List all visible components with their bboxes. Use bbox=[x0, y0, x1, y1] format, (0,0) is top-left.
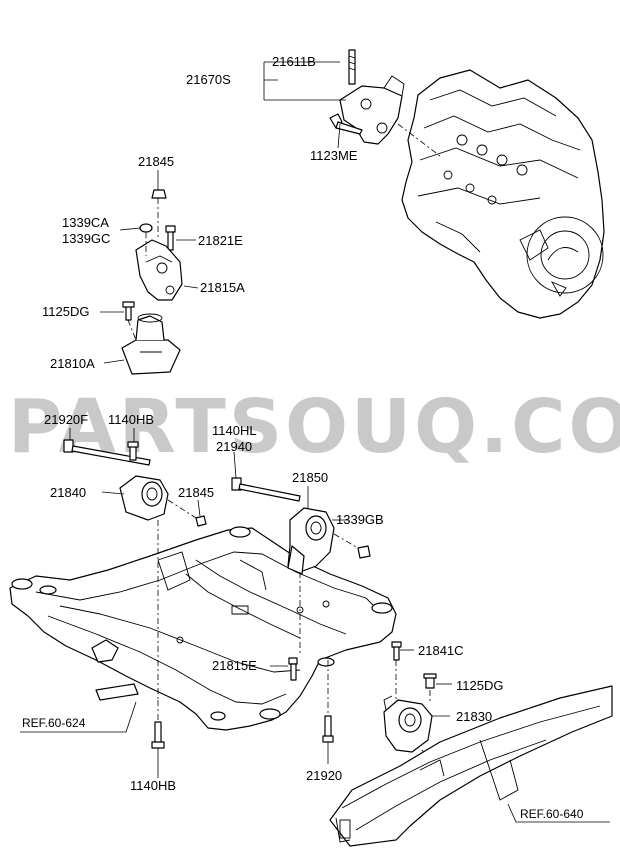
left-mount-stack bbox=[121, 189, 183, 375]
engine-block bbox=[401, 69, 605, 319]
label-21611B: 21611B bbox=[272, 54, 316, 69]
label-21940: 21940 bbox=[216, 439, 252, 454]
label-1140HL: 1140HL bbox=[212, 423, 257, 438]
label-1339GB: 1339GB bbox=[336, 512, 384, 527]
label-1339GC: 1339GC bbox=[62, 231, 110, 246]
label-1123ME: 1123ME bbox=[310, 148, 358, 163]
ref-60-640: REF.60-640 bbox=[520, 807, 584, 821]
label-21821E: 21821E bbox=[198, 233, 243, 248]
label-21841C: 21841C bbox=[418, 643, 464, 658]
mount-21850 bbox=[231, 477, 371, 575]
label-21670S: 21670S bbox=[186, 72, 231, 87]
label-21815A: 21815A bbox=[200, 280, 245, 295]
label-1339CA: 1339CA bbox=[62, 215, 109, 230]
label-1125DG-upper: 1125DG bbox=[42, 304, 89, 319]
mount-21840 bbox=[63, 439, 207, 527]
bolt-1140HB-lower bbox=[151, 721, 165, 749]
label-21920F: 21920F bbox=[44, 412, 88, 427]
subframe bbox=[9, 526, 397, 731]
label-21845-upper: 21845 bbox=[138, 154, 174, 169]
engine-mount-bracket-21670S bbox=[329, 49, 405, 145]
label-21850: 21850 bbox=[292, 470, 328, 485]
label-21830: 21830 bbox=[456, 709, 492, 724]
label-1140HB-lower: 1140HB bbox=[130, 778, 176, 793]
label-1140HB-upper: 1140HB bbox=[108, 412, 154, 427]
label-21840: 21840 bbox=[50, 485, 86, 500]
label-21815E: 21815E bbox=[212, 658, 257, 673]
label-21810A: 21810A bbox=[50, 356, 95, 371]
ref-60-624: REF.60-624 bbox=[22, 716, 86, 730]
bolt-21920 bbox=[322, 660, 334, 743]
label-21845-lower: 21845 bbox=[178, 485, 214, 500]
label-1125DG-lower: 1125DG bbox=[456, 678, 503, 693]
mount-21830 bbox=[383, 641, 437, 753]
side-member bbox=[329, 685, 613, 847]
watermark: PARTSOUQ.COM bbox=[8, 384, 620, 470]
label-21920: 21920 bbox=[306, 768, 342, 783]
bolt-21815E bbox=[288, 657, 298, 681]
